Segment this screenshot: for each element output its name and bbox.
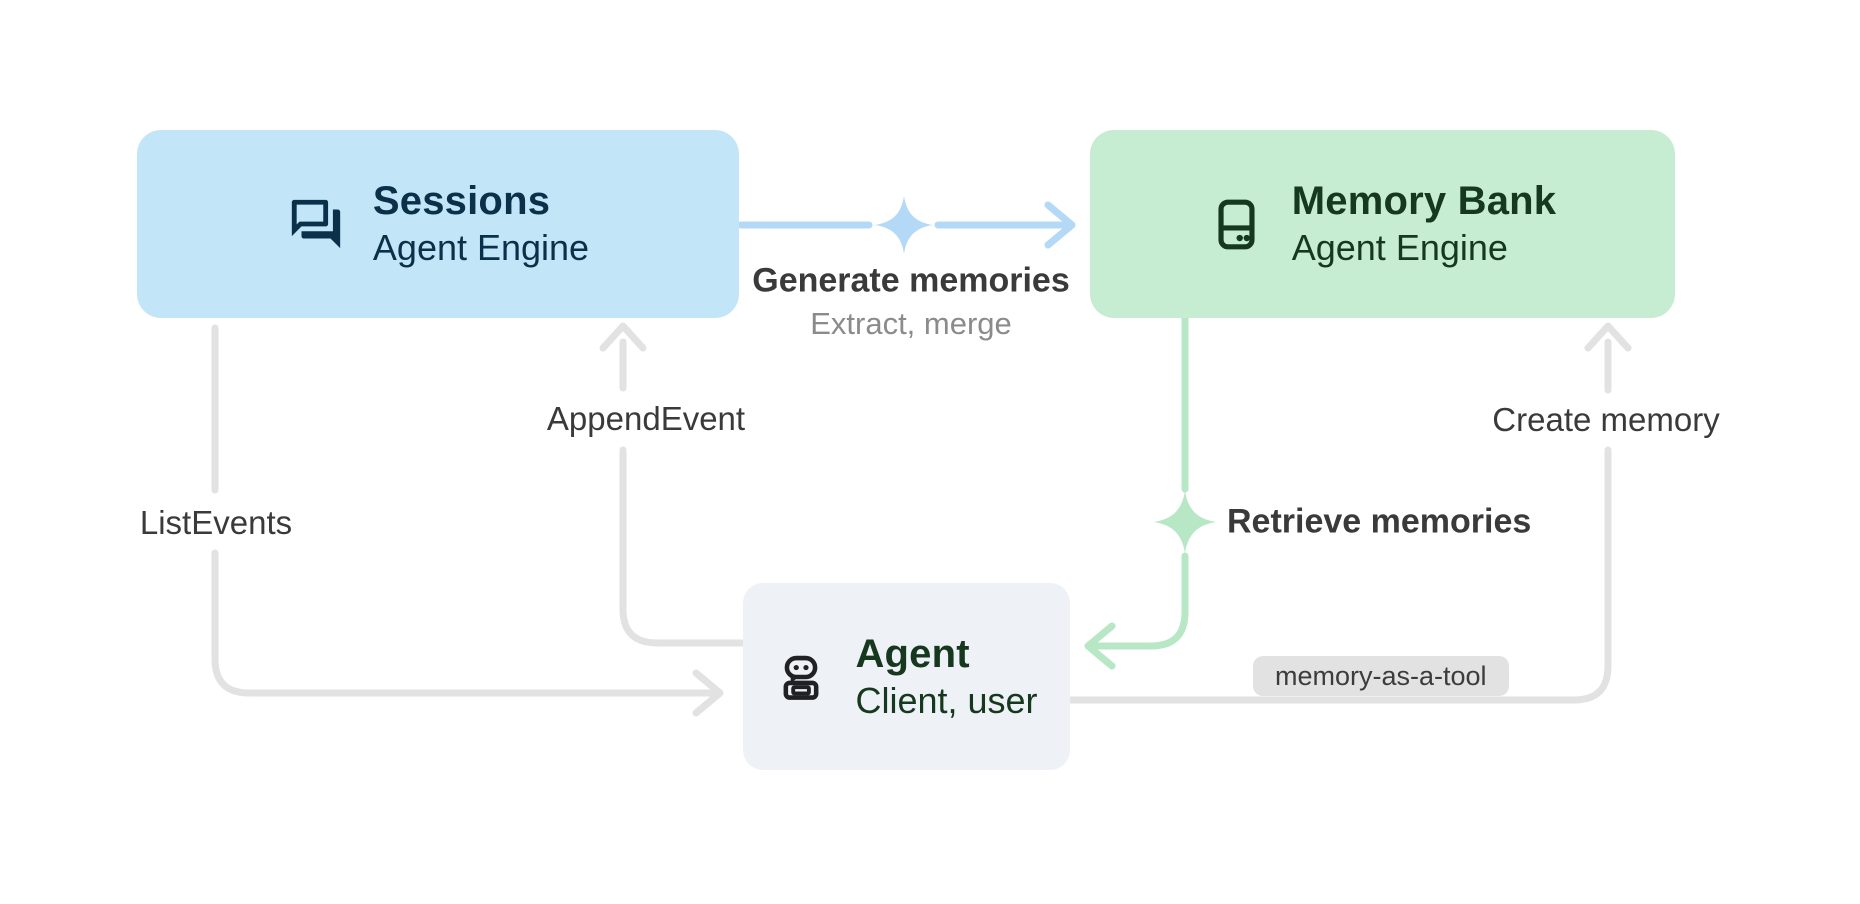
- create-memory-arrow: [1066, 322, 1632, 704]
- generate-memories-label: Generate memories: [752, 261, 1070, 300]
- append-event-arrow: [599, 322, 747, 647]
- list-events-arrow: [211, 324, 724, 717]
- agent-title: Agent: [855, 631, 970, 676]
- append-event-label: AppendEvent: [546, 400, 746, 437]
- sparkle-icon: [1153, 490, 1217, 554]
- sessions-text: Sessions Agent Engine: [373, 178, 589, 269]
- robot-icon: [784, 655, 819, 700]
- list-events-label: ListEvents: [139, 504, 293, 541]
- retrieve-memories-label: Retrieve memories: [1227, 502, 1532, 541]
- create-memory-label: Create memory: [1492, 401, 1720, 438]
- forum-icon: [291, 199, 341, 249]
- sessions-subtitle: Agent Engine: [372, 227, 590, 269]
- agent-text: Agent Client, user: [855, 631, 1037, 722]
- memory-bank-title: Memory Bank: [1291, 179, 1557, 224]
- agent-node: Agent Client, user: [743, 583, 1070, 770]
- agent-subtitle: Client, user: [855, 679, 1038, 721]
- sessions-title: Sessions: [372, 179, 551, 224]
- memory-bank-node: Memory Bank Agent Engine: [1090, 130, 1675, 318]
- memory-as-a-tool-badge: memory-as-a-tool: [1253, 656, 1509, 696]
- memory-storage-icon: [1218, 199, 1255, 249]
- sparkle-icon: [875, 196, 933, 254]
- extract-merge-sublabel: Extract, merge: [810, 306, 1012, 341]
- sessions-node: Sessions Agent Engine: [137, 130, 739, 318]
- generate-memories-arrow: [737, 196, 1076, 254]
- memory-bank-text: Memory Bank Agent Engine: [1292, 178, 1557, 269]
- memory-bank-subtitle: Agent Engine: [1291, 227, 1508, 269]
- retrieve-memories-arrow: [1084, 314, 1217, 670]
